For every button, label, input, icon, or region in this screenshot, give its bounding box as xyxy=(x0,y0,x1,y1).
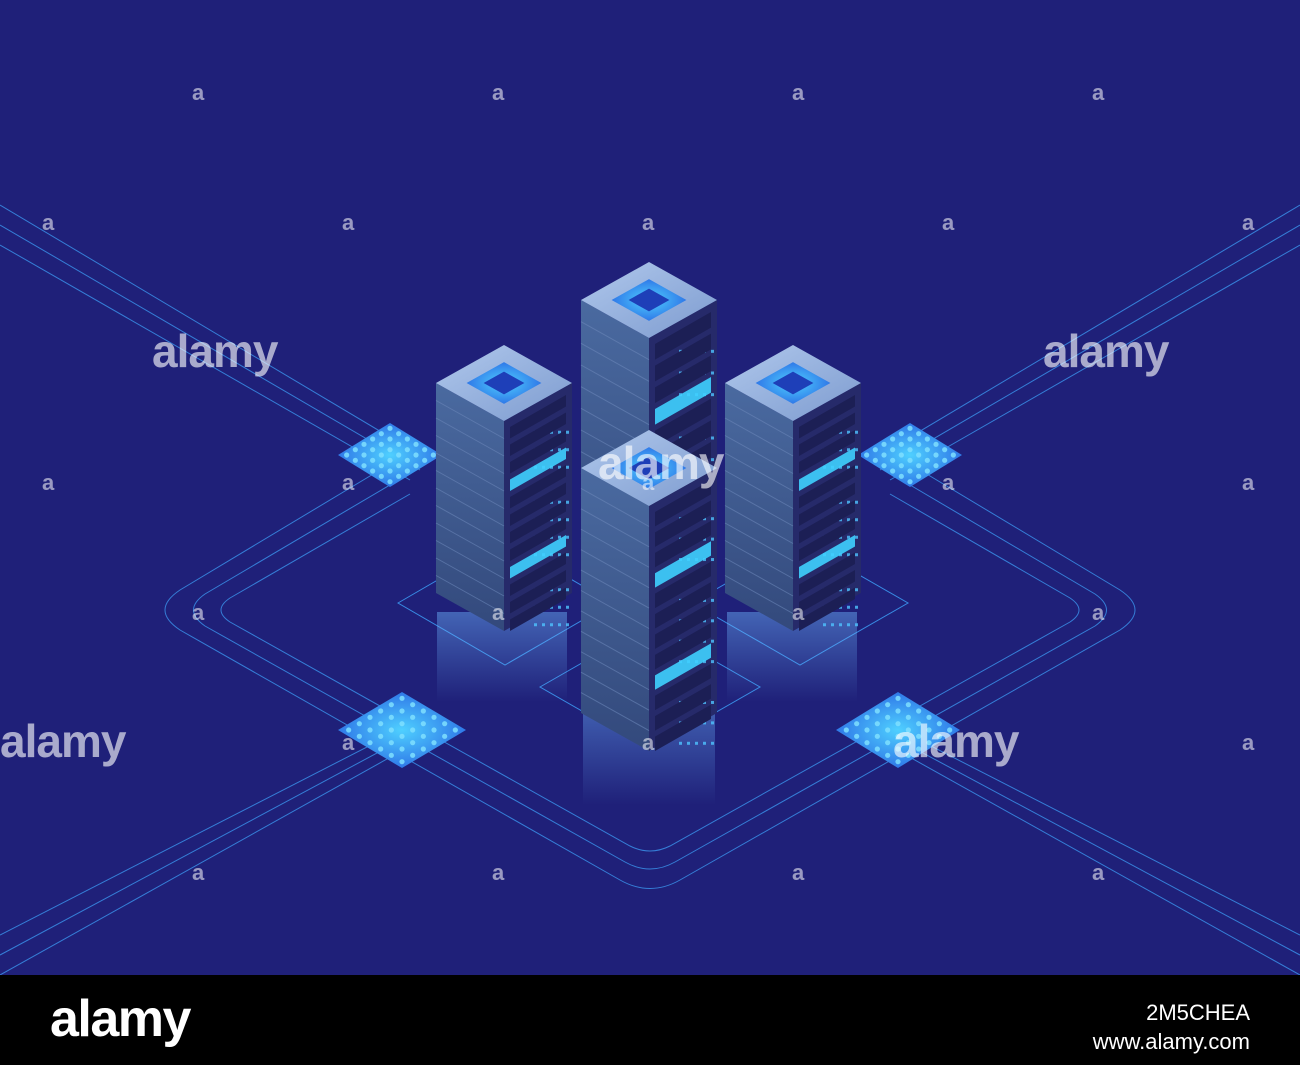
watermark-letter: a xyxy=(192,80,205,105)
server-illustration xyxy=(0,204,1300,975)
watermark-letter: a xyxy=(342,470,355,495)
watermark-letter: a xyxy=(342,730,355,755)
server-rack-right xyxy=(724,345,861,631)
chip-pad-right-top xyxy=(858,423,962,487)
watermark-letter: a xyxy=(192,860,205,885)
watermark-letter: a xyxy=(1242,730,1255,755)
watermark-letter: a xyxy=(492,80,505,105)
watermark-logo: alamy xyxy=(0,715,126,767)
watermark-letter: a xyxy=(1092,860,1105,885)
footer-logo[interactable]: alamy xyxy=(50,990,191,1048)
watermark-letter: a xyxy=(792,80,805,105)
watermark-letter: a xyxy=(42,470,55,495)
watermark-letter: a xyxy=(1092,600,1105,625)
image-id: 2M5CHEA xyxy=(1146,1000,1250,1025)
footer-bar: alamy 2M5CHEA www.alamy.com xyxy=(0,975,1300,1065)
watermark-letter: a xyxy=(1092,80,1105,105)
watermark-logo: alamy xyxy=(893,715,1019,767)
watermark-letter: a xyxy=(1242,470,1255,495)
watermark-letter: a xyxy=(192,600,205,625)
watermark-logo: alamy xyxy=(152,325,278,377)
chip-pad-right-bottom xyxy=(836,692,960,768)
watermark-letter: a xyxy=(642,470,655,495)
watermark-letter: a xyxy=(42,210,55,235)
watermark-letter: a xyxy=(342,210,355,235)
circuit-lines xyxy=(0,204,1300,975)
watermark-letter: a xyxy=(1242,210,1255,235)
chip-pad-left-top xyxy=(338,423,442,487)
watermark-letter: a xyxy=(792,600,805,625)
watermark-logo: alamy xyxy=(1043,325,1169,377)
watermark-letter: a xyxy=(792,860,805,885)
watermark-letter: a xyxy=(942,470,955,495)
watermark-letter: a xyxy=(942,210,955,235)
footer-url[interactable]: www.alamy.com xyxy=(1092,1029,1250,1054)
chip-pad-left-bottom xyxy=(338,692,466,768)
watermark-letter: a xyxy=(492,600,505,625)
watermark-letter: a xyxy=(492,860,505,885)
server-rack-left xyxy=(435,345,572,631)
watermark-letter: a xyxy=(642,730,655,755)
server-rack-front xyxy=(580,430,717,751)
watermark-logo: alamy xyxy=(598,437,724,489)
watermark-letter: a xyxy=(642,210,655,235)
